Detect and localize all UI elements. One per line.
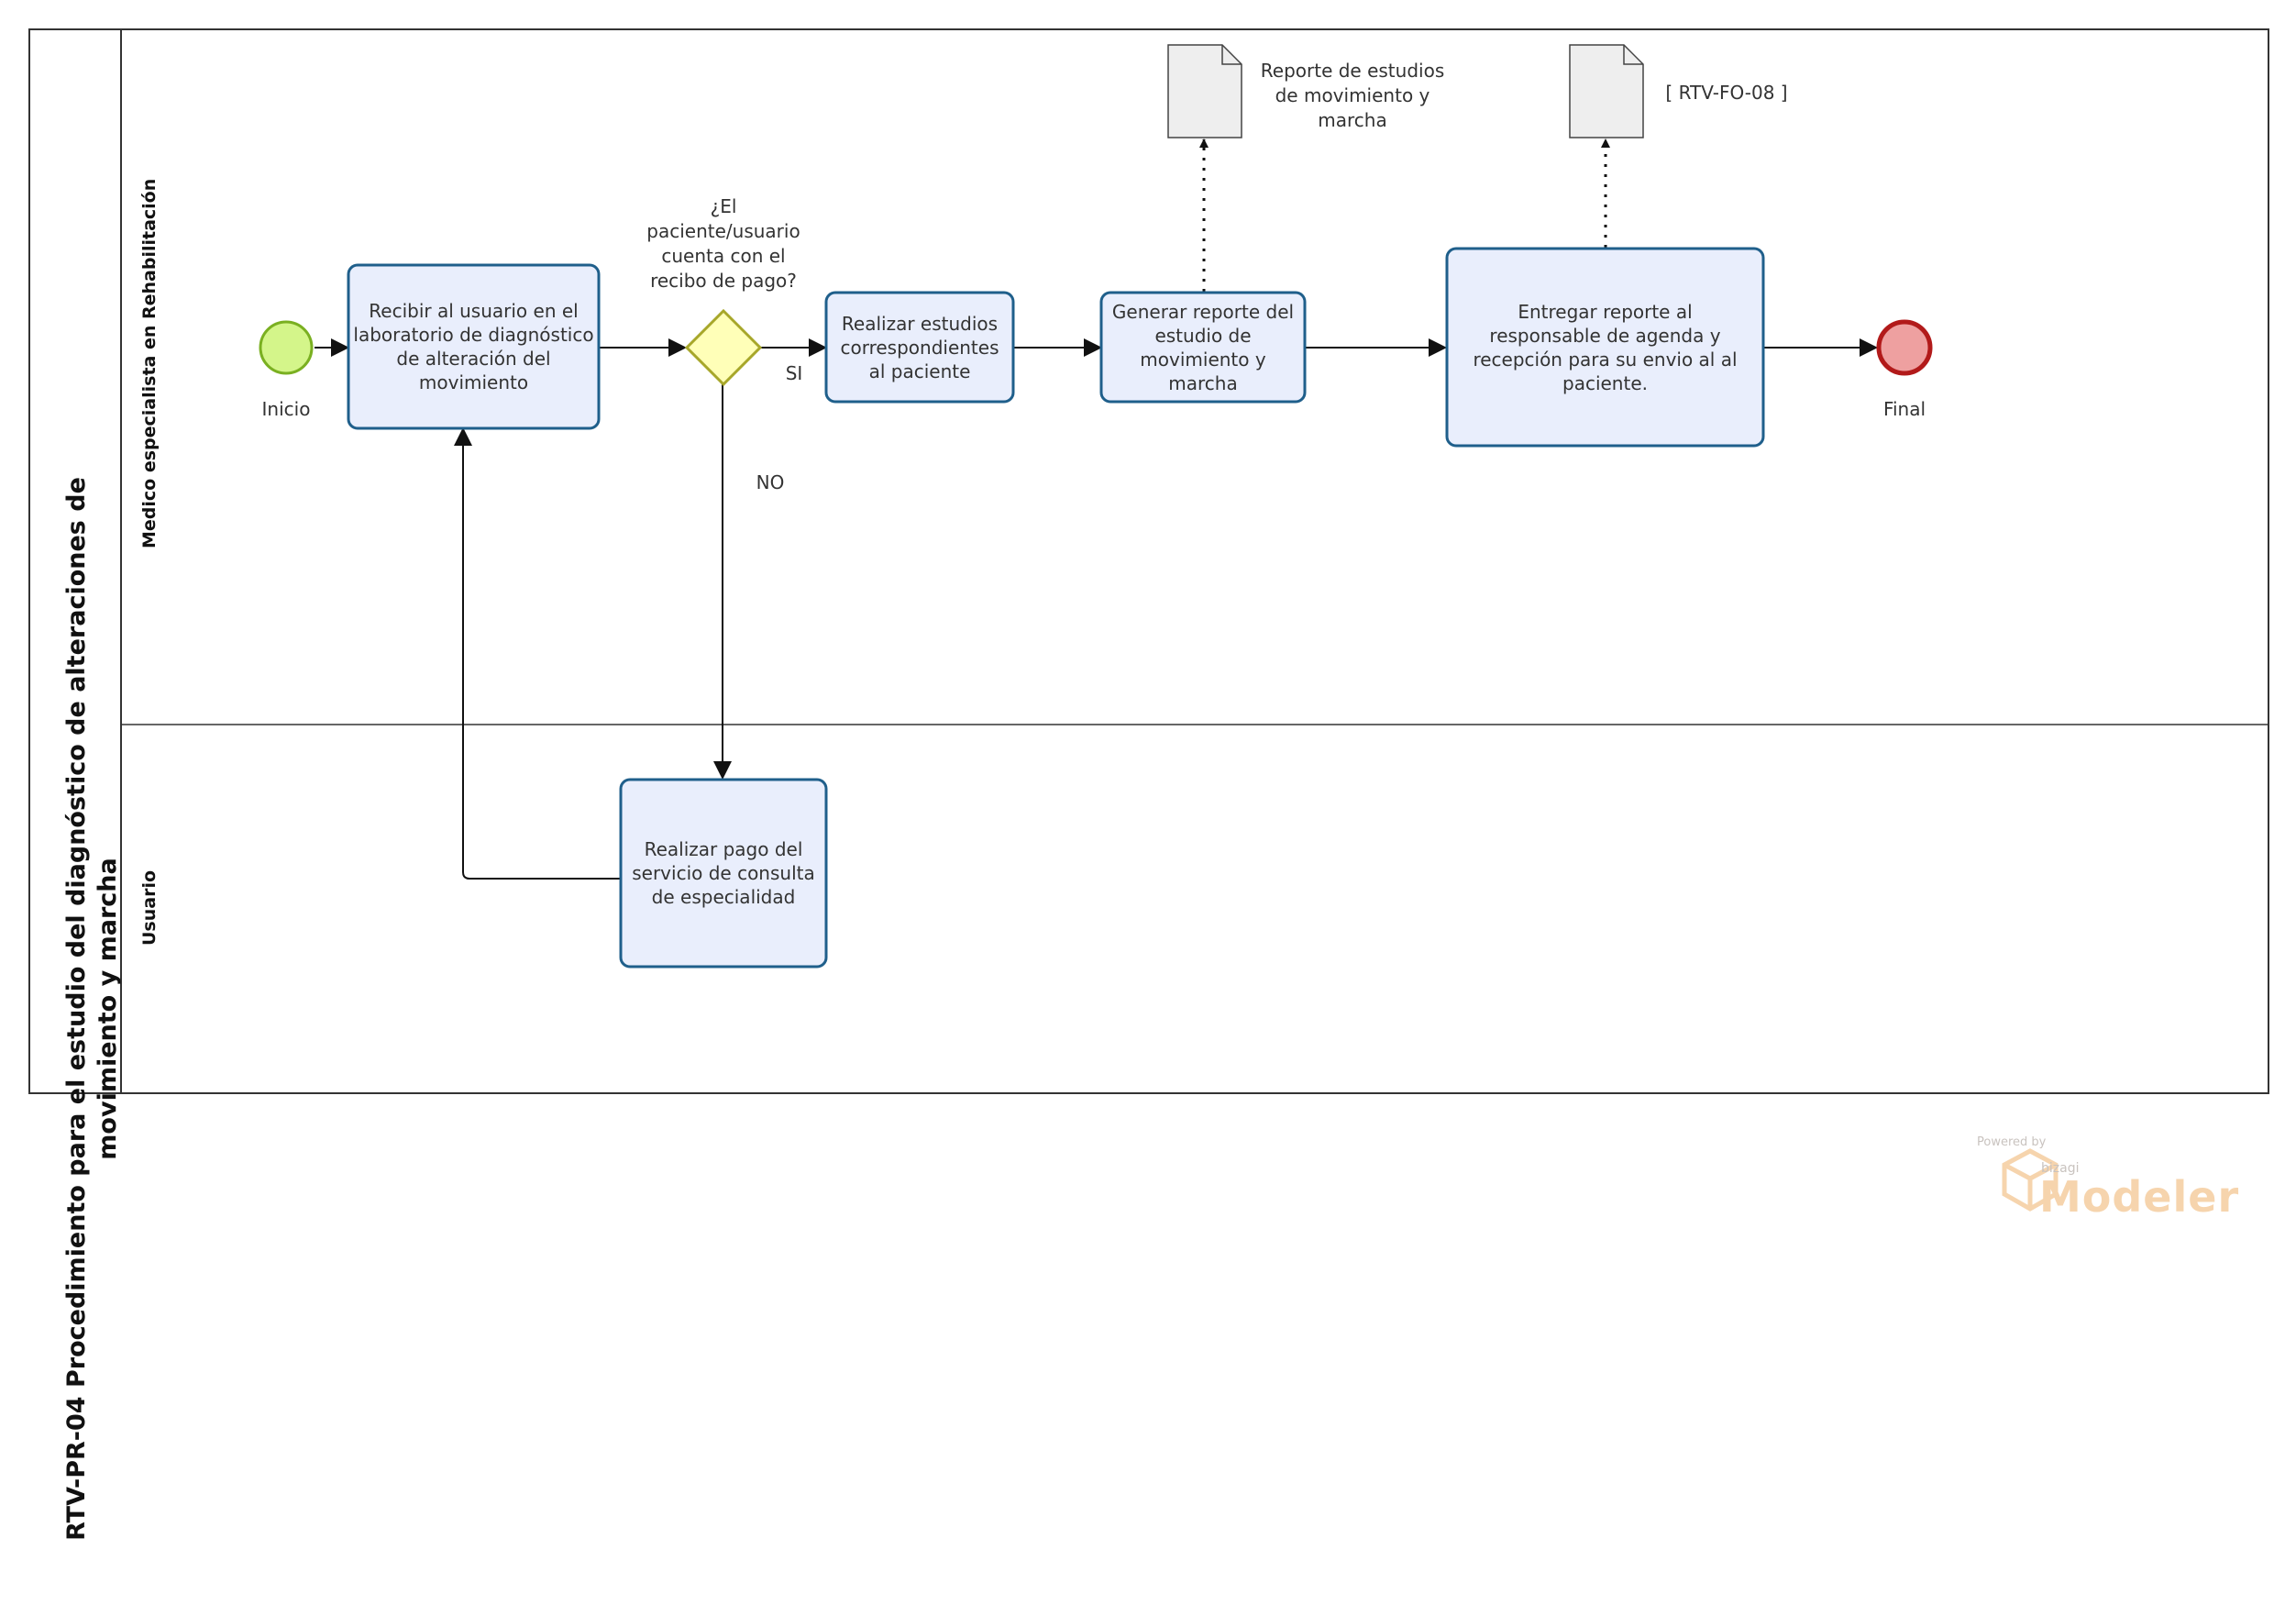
exclusive-gateway[interactable] bbox=[684, 308, 763, 387]
pool-border bbox=[28, 28, 2269, 1094]
task-recibir-label: Recibir al usuario en el laboratorio de … bbox=[353, 300, 594, 393]
document-reporte-icon[interactable] bbox=[1167, 44, 1242, 138]
start-event-label: Inicio bbox=[261, 398, 311, 420]
watermark-product: Modeler bbox=[2039, 1172, 2240, 1222]
task-realizar-pago[interactable] bbox=[619, 778, 828, 969]
task-realizar-pago-label: Realizar pago del servicio de consulta d… bbox=[632, 838, 815, 908]
end-event-label: Final bbox=[1882, 398, 1926, 420]
watermark-brand: bizagi bbox=[2041, 1161, 2080, 1176]
task-entregar-reporte-label: Entregar reporte al responsable de agend… bbox=[1473, 300, 1738, 394]
end-event[interactable] bbox=[1876, 319, 1933, 376]
task-generar-reporte[interactable] bbox=[1099, 291, 1307, 404]
task-generar-reporte-label: Generar reporte del estudio de movimient… bbox=[1111, 300, 1295, 394]
gateway-question-label: ¿El paciente/usuario cuenta con el recib… bbox=[646, 195, 800, 292]
lane-label-medico: Medico especialista en Rehabilitación bbox=[139, 178, 160, 548]
task-realizar-estudios[interactable] bbox=[824, 291, 1015, 404]
process-diagram bbox=[28, 28, 2269, 1212]
lane-label-usuario: Usuario bbox=[139, 869, 160, 946]
task-entregar-reporte[interactable] bbox=[1445, 247, 1765, 448]
task-realizar-estudios-label: Realizar estudios correspondientes al pa… bbox=[840, 312, 999, 382]
task-recibir[interactable] bbox=[347, 263, 601, 430]
gateway-yes-label: SI bbox=[785, 362, 803, 384]
document-formato-icon[interactable] bbox=[1569, 44, 1644, 138]
flow-pago-to-recibir[interactable] bbox=[454, 427, 620, 880]
document-fold bbox=[1221, 45, 1242, 65]
document-fold bbox=[1623, 45, 1643, 65]
document-reporte-label: Reporte de estudios de movimiento y marc… bbox=[1260, 60, 1445, 131]
watermark-powered: Powered by bbox=[1977, 1135, 2047, 1149]
gateway-no-label: NO bbox=[756, 471, 785, 493]
pool-title: RTV-PR-04 Procedimiento para el estudio … bbox=[62, 477, 122, 1541]
document-formato-label: [ RTV-FO-08 ] bbox=[1665, 82, 1788, 104]
bizagi-logo-icon bbox=[2002, 1148, 2059, 1212]
start-event[interactable] bbox=[259, 320, 314, 375]
